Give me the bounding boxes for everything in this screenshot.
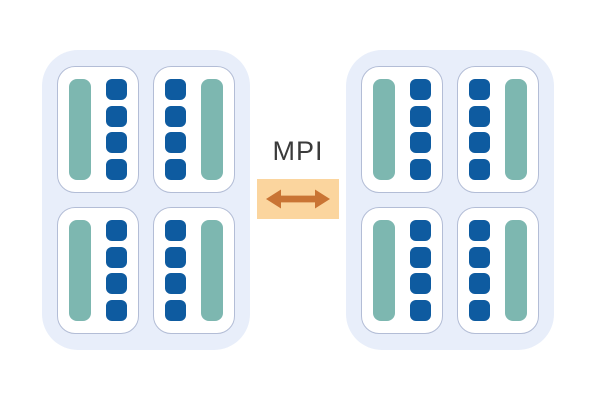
core-square — [165, 273, 186, 295]
core-square — [106, 132, 127, 154]
cpu-bar — [373, 79, 395, 180]
core-square — [469, 299, 490, 321]
core-squares — [469, 220, 490, 321]
core-square — [469, 158, 490, 180]
core-squares — [106, 220, 127, 321]
core-square — [410, 105, 431, 127]
socket-bottom-right — [457, 207, 539, 334]
core-square — [410, 158, 431, 180]
cpu-bar — [69, 79, 91, 180]
compute-node-left — [42, 50, 250, 350]
core-squares — [469, 79, 490, 180]
socket-top-right — [457, 66, 539, 193]
core-square — [469, 220, 490, 241]
core-square — [165, 105, 186, 127]
core-square — [410, 273, 431, 295]
mpi-band — [257, 179, 339, 219]
core-square — [410, 220, 431, 241]
socket-bottom-left — [361, 207, 443, 334]
core-square — [469, 79, 490, 100]
core-squares — [410, 79, 431, 180]
socket-top-right — [153, 66, 235, 193]
socket-top-left — [361, 66, 443, 193]
core-square — [165, 299, 186, 321]
core-square — [469, 246, 490, 268]
core-square — [469, 105, 490, 127]
core-square — [469, 132, 490, 154]
mpi-label: MPI — [272, 136, 324, 166]
core-square — [106, 220, 127, 241]
socket-bottom-right — [153, 207, 235, 334]
core-square — [165, 246, 186, 268]
cpu-bar — [373, 220, 395, 321]
core-squares — [165, 220, 186, 321]
double-arrow-icon — [266, 189, 330, 209]
core-squares — [165, 79, 186, 180]
core-square — [165, 158, 186, 180]
core-square — [106, 105, 127, 127]
socket-top-left — [57, 66, 139, 193]
core-square — [106, 299, 127, 321]
core-squares — [410, 220, 431, 321]
core-square — [106, 273, 127, 295]
cpu-bar — [505, 220, 527, 321]
core-square — [410, 79, 431, 100]
core-square — [106, 246, 127, 268]
cpu-bar — [69, 220, 91, 321]
core-square — [410, 299, 431, 321]
compute-node-right — [346, 50, 554, 350]
cpu-bar — [505, 79, 527, 180]
core-square — [165, 132, 186, 154]
core-square — [106, 158, 127, 180]
core-square — [469, 273, 490, 295]
socket-bottom-left — [57, 207, 139, 334]
core-square — [410, 132, 431, 154]
core-square — [165, 79, 186, 100]
core-squares — [106, 79, 127, 180]
cpu-bar — [201, 220, 223, 321]
cpu-bar — [201, 79, 223, 180]
core-square — [165, 220, 186, 241]
core-square — [106, 79, 127, 100]
core-square — [410, 246, 431, 268]
